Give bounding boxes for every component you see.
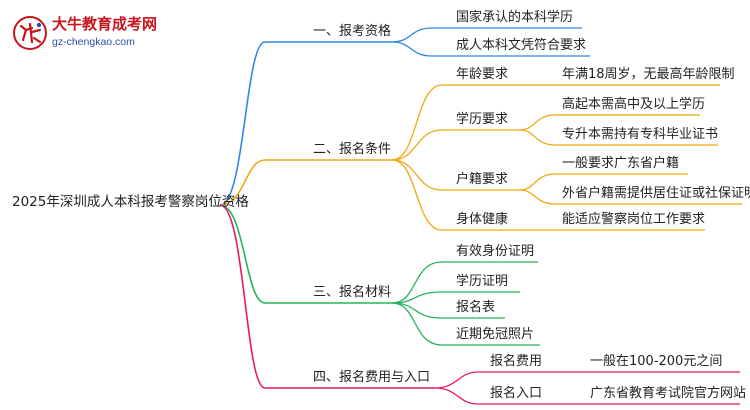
logo-title: 大牛教育成考网 bbox=[52, 15, 158, 33]
branch-3-child-2: 学历证明 bbox=[456, 274, 509, 289]
branch-2-child-1-detail-1: 年满18周岁，无最高年龄限制 bbox=[562, 67, 735, 82]
edge-b1-c1 bbox=[391, 27, 433, 43]
branch-2-child-4: 身体健康 bbox=[456, 212, 509, 227]
branch-1-child-1: 国家承认的本科学历 bbox=[456, 10, 574, 25]
edge-b2-c4 bbox=[391, 159, 443, 231]
branch-2-label: 二、报名条件 bbox=[313, 142, 392, 157]
branch-2-child-4-detail-1: 能适应警察岗位工作要求 bbox=[562, 212, 706, 227]
root-node: 2025年深圳成人本科报考警察岗位资格 bbox=[12, 194, 249, 210]
edge-root-branch-4 bbox=[219, 204, 266, 389]
branch-4-child-1-detail-1: 一般在100-200元之间 bbox=[590, 354, 723, 369]
branch-4-child-2-detail-1: 广东省教育考试院官方网站 bbox=[590, 386, 747, 401]
branch-2-child-2: 学历要求 bbox=[456, 112, 509, 127]
branch-1-label: 一、报考资格 bbox=[313, 24, 392, 39]
branch-2-child-1: 年龄要求 bbox=[456, 67, 509, 82]
branch-2-child-3-detail-1: 一般要求广东省户籍 bbox=[562, 156, 680, 171]
edge-root-branch-1 bbox=[219, 41, 266, 206]
branch-4-child-1: 报名费用 bbox=[490, 354, 543, 369]
edge-b4-c1 bbox=[434, 371, 479, 389]
edge-root-branch-3 bbox=[219, 204, 266, 304]
branch-3-label: 三、报名材料 bbox=[313, 285, 392, 300]
branch-2-child-3-detail-2: 外省户籍需提供居住证或社保证明 bbox=[562, 186, 750, 201]
edge-b2-c1 bbox=[391, 84, 443, 161]
edge-b3-c2 bbox=[391, 291, 443, 304]
branch-4-label: 四、报名费用与入口 bbox=[313, 370, 431, 385]
edge-b3-c4 bbox=[391, 302, 443, 346]
edge-root-branch-2 bbox=[219, 159, 266, 206]
edge-b2-c2 bbox=[391, 129, 443, 161]
edge-b1-c2 bbox=[391, 41, 433, 57]
branch-2-child-2-detail-2: 专升本需持有专科毕业证书 bbox=[562, 127, 719, 142]
brand-logo: 大牛教育成考网 gz-chengkao.com bbox=[12, 14, 172, 54]
branch-3-child-3: 报名表 bbox=[456, 300, 496, 315]
logo-mascot-icon bbox=[13, 16, 47, 50]
branch-3-child-4: 近期免冠照片 bbox=[456, 327, 535, 342]
edge-b3-c3 bbox=[391, 302, 443, 319]
branch-1-child-2: 成人本科文凭符合要求 bbox=[456, 38, 587, 53]
branch-4-child-2: 报名入口 bbox=[490, 386, 543, 401]
edge-b3-c1 bbox=[391, 261, 443, 304]
logo-url: gz-chengkao.com bbox=[52, 36, 135, 48]
edge-b4-c2 bbox=[434, 387, 479, 405]
branch-2-child-2-detail-1: 高起本需高中及以上学历 bbox=[562, 97, 706, 112]
branch-3-child-1: 有效身份证明 bbox=[456, 244, 535, 259]
branch-2-child-3: 户籍要求 bbox=[456, 172, 509, 187]
edge-b2-c3 bbox=[391, 159, 443, 191]
